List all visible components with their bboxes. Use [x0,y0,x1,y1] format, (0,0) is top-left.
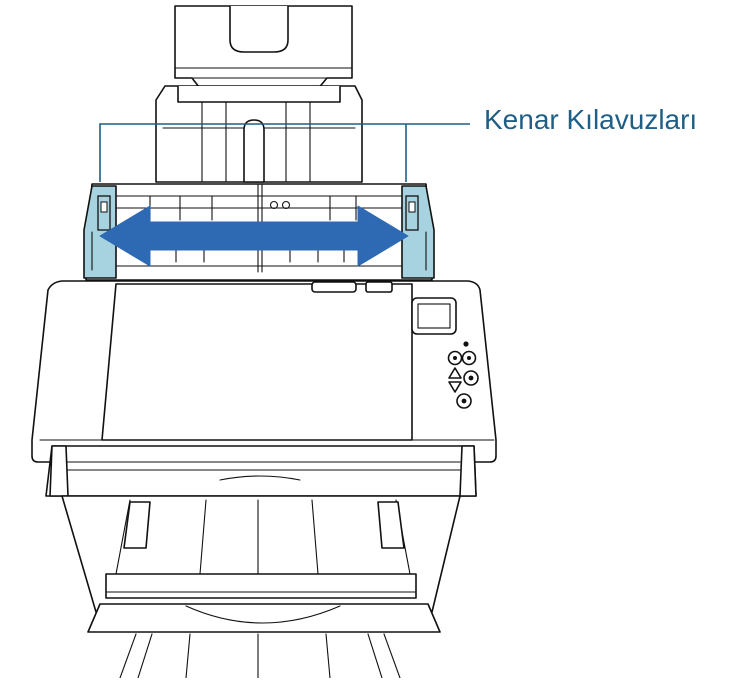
double-arrow-icon [99,205,409,267]
scanner-body [31,280,497,463]
stacker [61,495,461,633]
left-side-guide[interactable] [83,185,117,279]
paper-chute [155,85,363,183]
scanner-base [45,445,477,497]
down-arrow-icon [448,381,462,393]
right-side-guide[interactable] [401,185,435,279]
callout-label: Kenar Kılavuzları [484,104,698,135]
up-arrow-icon [448,367,462,379]
chute-extension [174,5,353,97]
callout-lines [99,123,470,182]
operator-panel [411,297,479,409]
stacker-extension [119,633,401,679]
power-led-icon [463,341,469,347]
lcd-screen [411,297,457,335]
